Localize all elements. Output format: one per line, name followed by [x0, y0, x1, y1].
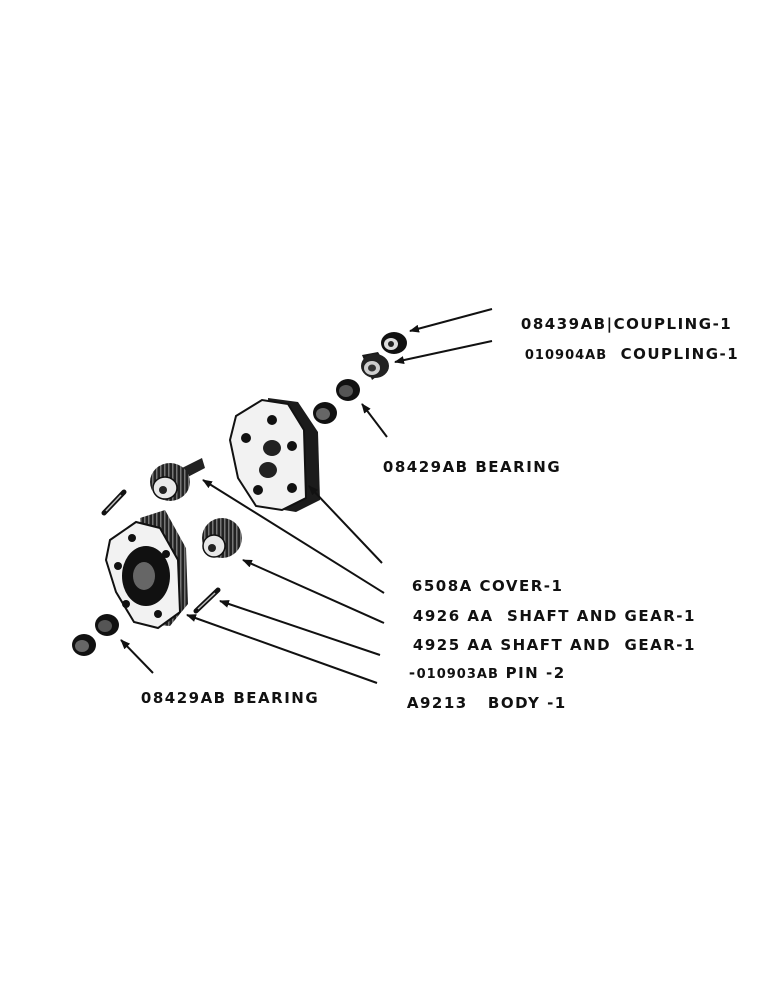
part-qty: -1: [547, 694, 567, 712]
label-coupling-08439: 08439AB|COUPLING-1: [494, 302, 732, 347]
part-number: 08429AB: [382, 458, 469, 476]
label-bearing-top: 08429AB BEARING: [356, 445, 561, 490]
leader-coupling-08439: [409, 308, 493, 333]
coupling-010904-part: [361, 352, 389, 380]
part-number: 010904AB: [524, 348, 608, 363]
part-name: COVER: [479, 577, 544, 595]
leader-shaft-4926: [202, 479, 385, 594]
leader-shaft-4925: [242, 559, 385, 624]
part-number: 4925 AA: [412, 636, 494, 654]
cover-part: [228, 398, 320, 512]
coupling-08439-part: [381, 332, 407, 354]
part-name: COUPLING: [620, 345, 720, 363]
leader-cover: [308, 485, 383, 564]
part-name: PIN: [505, 664, 540, 682]
part-number: 4926 AA: [412, 607, 494, 625]
part-number: 08439AB: [520, 315, 607, 333]
part-qty: -1: [676, 636, 696, 654]
label-cover: 6508A COVER-1: [385, 564, 563, 609]
shaft-gear-4926-part: [150, 458, 205, 501]
label-shaft-4925: 4925 AA SHAFT AND GEAR-1: [386, 623, 696, 668]
leader-bearing-top: [361, 403, 388, 438]
part-qty: -2: [545, 664, 566, 682]
pin-part: [101, 489, 221, 614]
label-shaft-4926: 4926 AA SHAFT AND GEAR-1: [386, 594, 696, 639]
body-part: [104, 510, 188, 630]
part-qty: -1: [712, 315, 733, 333]
bearing-top-part: [313, 379, 360, 424]
label-body: A9213 BODY -1: [380, 681, 567, 726]
part-name: COUPLING: [613, 315, 713, 333]
part-separator: |: [606, 315, 614, 333]
label-pin: -010903AB PIN -2: [408, 664, 566, 682]
part-number: A9213: [406, 694, 468, 712]
part-name: SHAFT AND GEAR: [500, 636, 677, 654]
part-name: BODY: [487, 694, 541, 712]
leader-coupling-010904: [394, 340, 493, 365]
part-name: SHAFT AND GEAR: [507, 607, 677, 625]
label-coupling-010904: 010904AB COUPLING-1: [498, 332, 739, 377]
part-number: 08429AB: [140, 689, 227, 707]
leader-body: [186, 614, 378, 684]
label-bearing-bottom: 08429AB BEARING: [114, 676, 319, 721]
part-number: 6508A: [411, 577, 473, 595]
leader-bearing-bottom: [120, 639, 154, 674]
bearing-bottom-part: [72, 614, 119, 656]
part-qty: -1: [719, 345, 740, 363]
part-qty: -1: [676, 607, 696, 625]
part-qty: -1: [543, 577, 564, 595]
leader-pin: [219, 600, 381, 656]
leader-lines: [120, 308, 493, 684]
shaft-gear-4925-part: [202, 518, 242, 558]
part-name: BEARING: [475, 458, 562, 476]
part-number: 010903AB: [416, 667, 499, 682]
part-name: BEARING: [233, 689, 320, 707]
